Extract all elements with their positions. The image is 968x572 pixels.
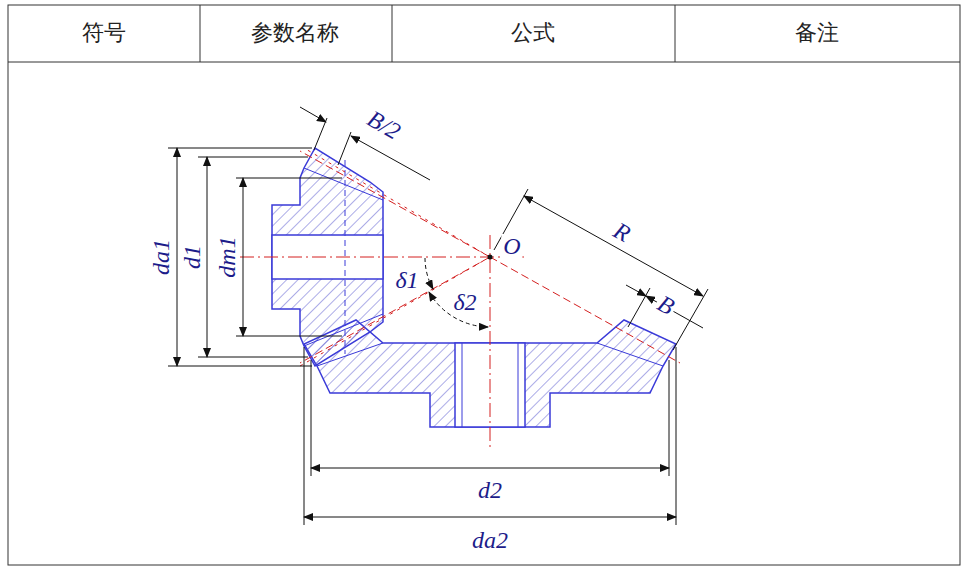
table-header: 参数名称 <box>251 22 339 44</box>
table-rule <box>392 5 393 62</box>
apex-point <box>488 255 493 260</box>
dimension-label: B <box>652 290 680 320</box>
extension-line <box>676 347 677 525</box>
dimension-line <box>304 517 676 518</box>
tip-cone <box>304 148 490 257</box>
apex-label: O <box>501 234 522 258</box>
dimension-line <box>626 285 646 296</box>
extension-line <box>198 357 308 358</box>
dimension-label: d1 <box>180 243 204 271</box>
dimension-line <box>524 196 703 296</box>
dimension-line <box>300 107 326 122</box>
angle-label: δ1 <box>393 268 420 292</box>
tip-cone <box>300 257 490 366</box>
extension-line <box>669 360 670 476</box>
angle-arc <box>425 258 433 289</box>
extension-line <box>198 157 308 158</box>
dimension-label: d2 <box>476 478 504 502</box>
axis-line <box>490 235 491 450</box>
pitch-cone <box>300 151 490 257</box>
table-rule <box>200 5 201 62</box>
table-rule <box>675 5 676 62</box>
root-line <box>304 168 383 200</box>
dimension-label: B/2 <box>362 105 406 144</box>
dimension-line <box>177 148 178 366</box>
pitch-cone <box>490 257 680 363</box>
extension-line <box>338 132 351 165</box>
dimension-line <box>207 157 208 357</box>
table-header: 备注 <box>795 22 839 44</box>
bore-line <box>462 343 463 427</box>
axis-line <box>240 257 525 258</box>
extension-line <box>236 336 342 337</box>
extension-line <box>168 148 312 149</box>
extension-line <box>311 360 312 476</box>
table-frame <box>8 5 960 565</box>
root-line <box>597 343 663 366</box>
dimension-label: dm1 <box>215 234 239 279</box>
table-header: 公式 <box>511 22 555 44</box>
extension-line <box>628 288 650 327</box>
extension-line <box>314 118 327 150</box>
angle-label: δ2 <box>451 290 478 314</box>
dimension-label: R <box>608 217 636 247</box>
table-header: 符号 <box>82 22 126 44</box>
dimension-line <box>243 178 244 336</box>
table-rule <box>8 62 960 63</box>
dimension-label: da2 <box>470 528 510 552</box>
extension-line <box>168 366 312 367</box>
bore-line <box>518 343 519 427</box>
extension-line <box>236 178 342 179</box>
dimension-line <box>311 468 669 469</box>
dimension-label: da1 <box>149 237 173 277</box>
extension-line <box>304 347 305 525</box>
